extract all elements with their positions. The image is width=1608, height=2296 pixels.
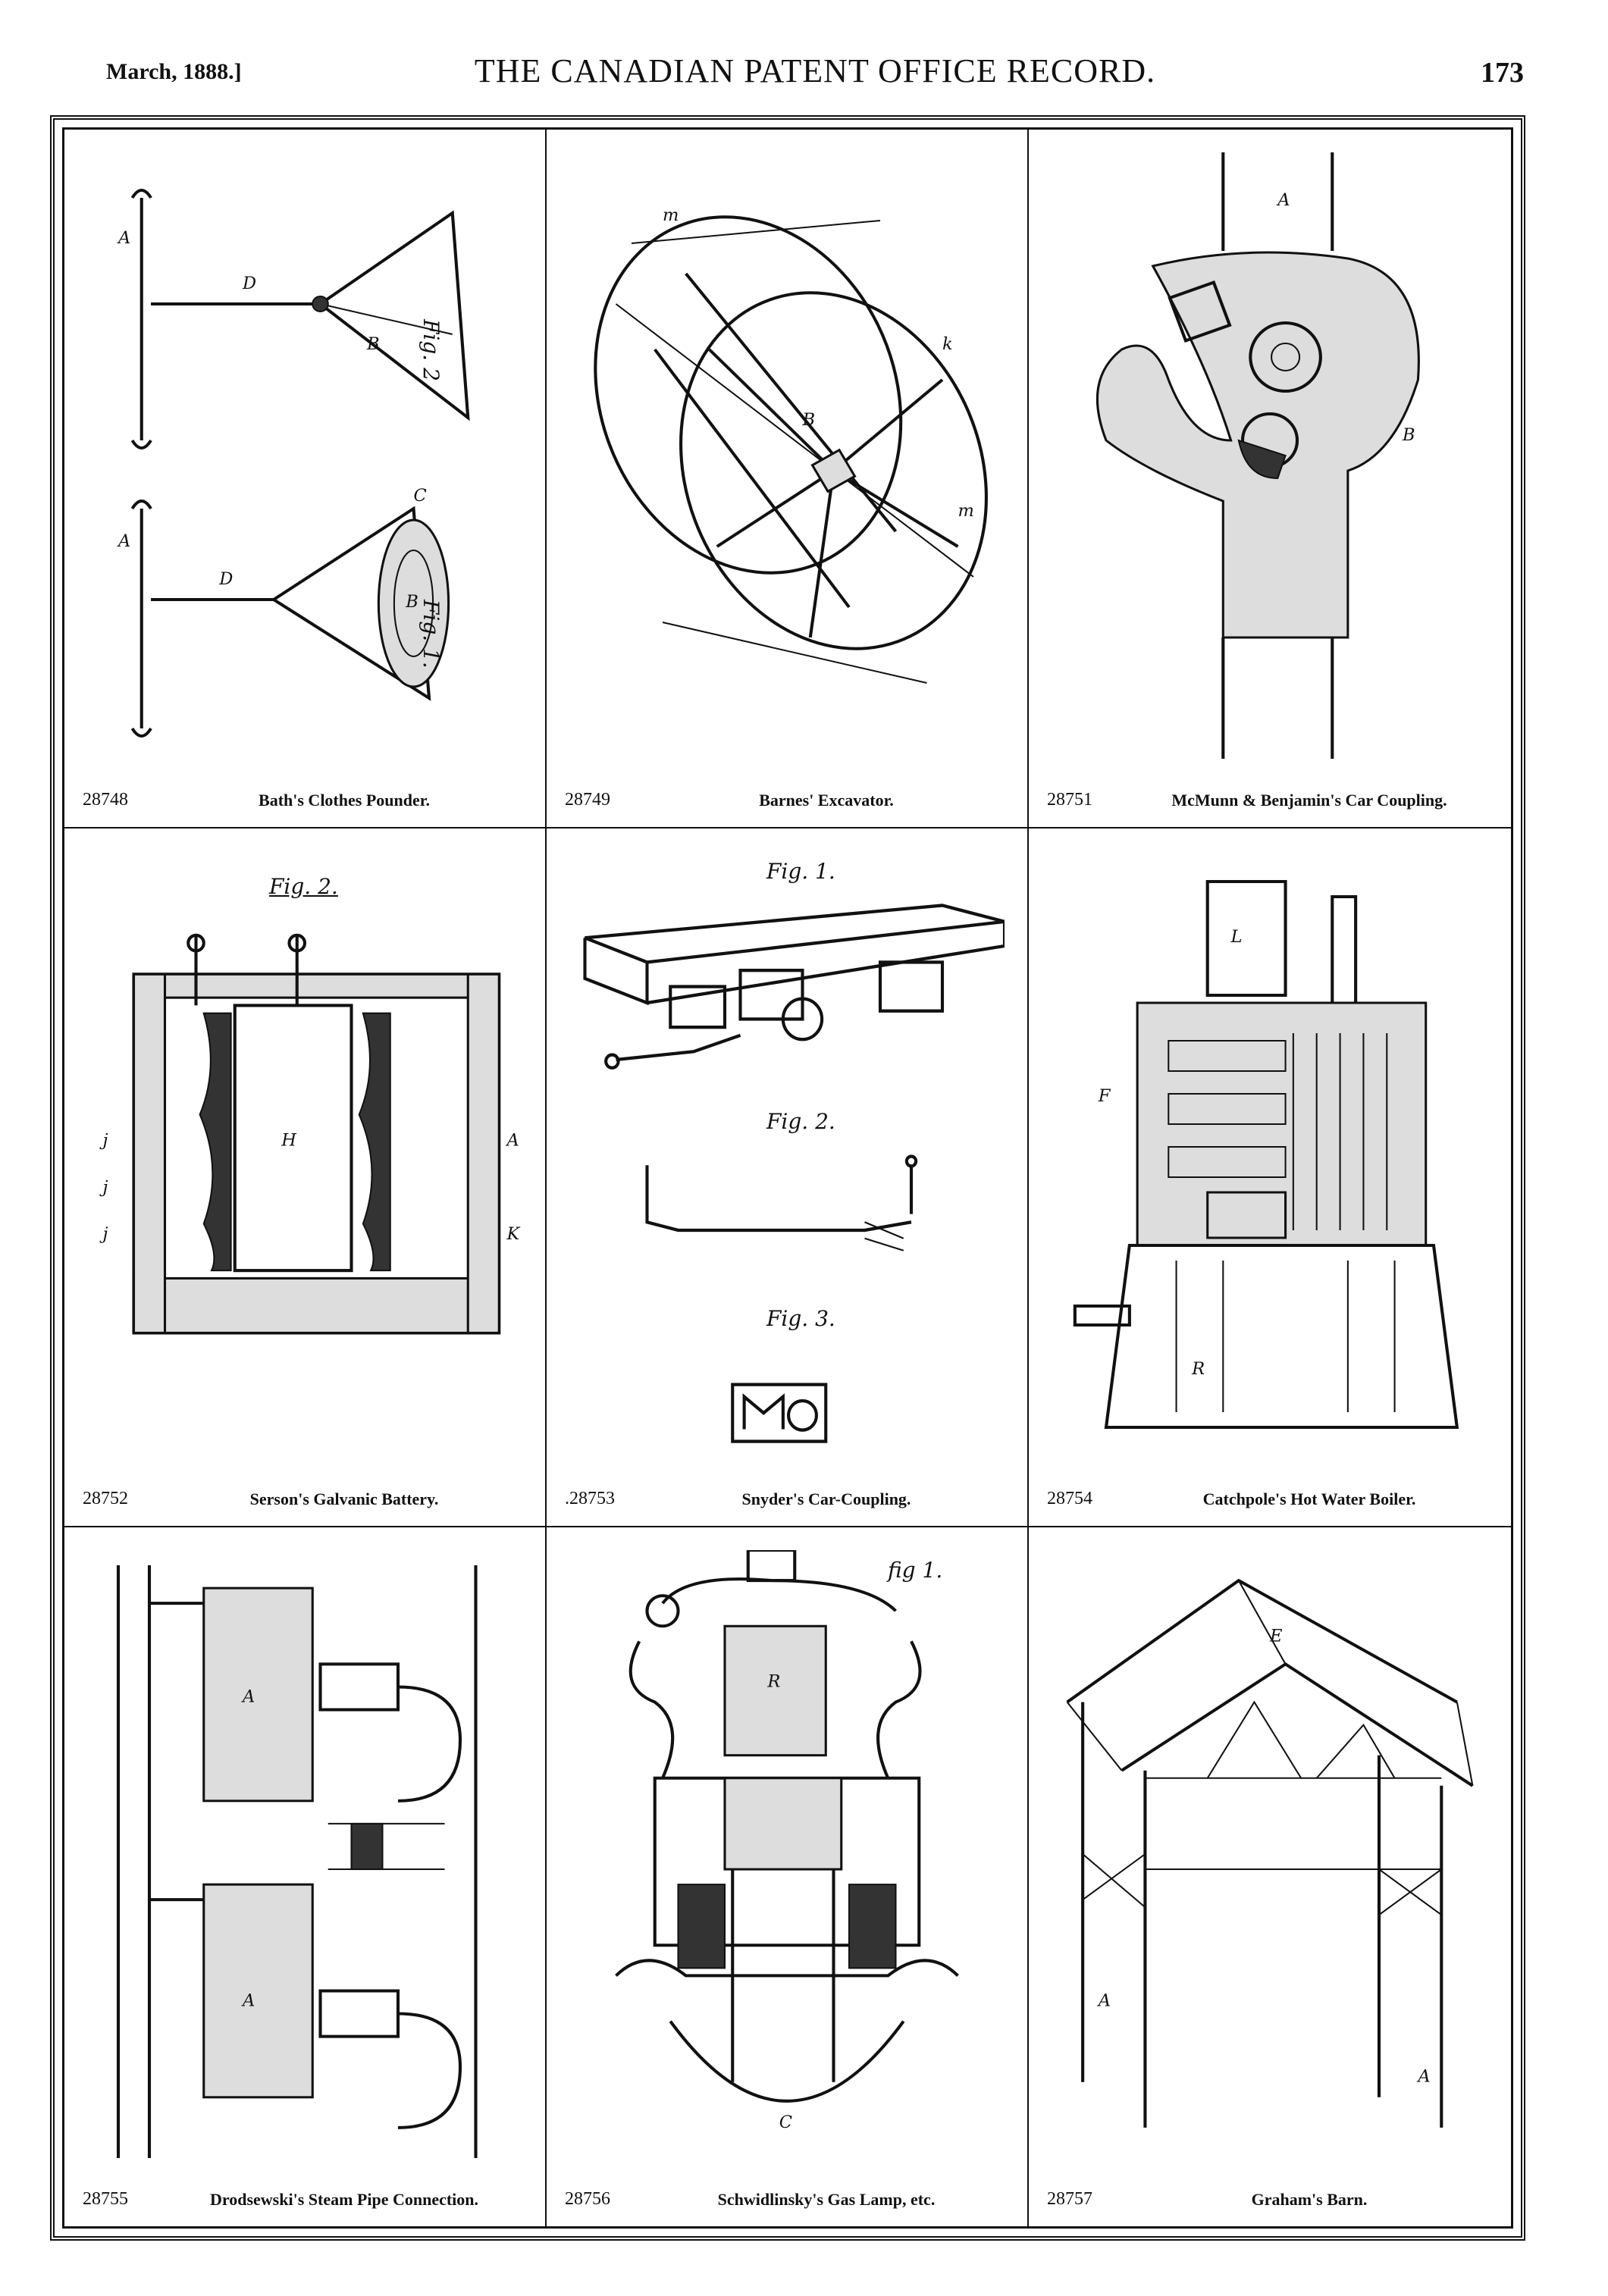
patent-number: 28757 bbox=[1047, 2189, 1092, 2209]
patent-number: 28749 bbox=[565, 790, 610, 810]
header-page-number: 173 bbox=[1481, 57, 1524, 89]
snyder-coupling-drawing bbox=[569, 889, 1005, 1458]
svg-text:A: A bbox=[117, 228, 130, 248]
svg-text:K: K bbox=[506, 1224, 521, 1244]
patent-title: McMunn & Benjamin's Car Coupling. bbox=[1171, 791, 1447, 810]
svg-text:j: j bbox=[99, 1131, 108, 1151]
header-date: March, 1888.] bbox=[106, 59, 242, 84]
fig-label-2: Fig. 2. bbox=[766, 1109, 835, 1134]
plate-grid: A D B A D C B Fig. 2. Fig. 1. bbox=[62, 127, 1513, 2229]
patent-number: 28751 bbox=[1047, 790, 1092, 810]
svg-text:B: B bbox=[366, 334, 380, 354]
svg-text:k: k bbox=[942, 334, 953, 354]
patent-number: 28748 bbox=[83, 790, 128, 810]
panel-gas-lamp: fig 1. R C bbox=[547, 1527, 1029, 2226]
panel-hot-water-boiler: F L R 28754 Catchpole's Hot Water Boiler… bbox=[1029, 829, 1511, 1527]
panel-clothes-pounder: A D B A D C B Fig. 2. Fig. 1. bbox=[64, 130, 547, 829]
svg-text:D: D bbox=[242, 274, 256, 293]
panel-caption: 28749 Barnes' Excavator. bbox=[565, 783, 1012, 813]
svg-text:A: A bbox=[117, 531, 130, 551]
panel-excavator: B m m k 28749 Barnes' Excavator. bbox=[547, 130, 1029, 829]
patent-number: 28756 bbox=[565, 2189, 610, 2209]
car-coupling-drawing: A B bbox=[1052, 152, 1488, 759]
patent-title: Snyder's Car-Coupling. bbox=[741, 1489, 911, 1508]
patent-title: Bath's Clothes Pounder. bbox=[259, 791, 430, 810]
patent-title: Graham's Barn. bbox=[1251, 2190, 1368, 2209]
page-header: March, 1888.] THE CANADIAN PATENT OFFICE… bbox=[106, 52, 1524, 105]
panel-car-coupling: A B 28751 McMunn & Benjamin's Car Coupli… bbox=[1029, 130, 1511, 829]
patent-number: 28752 bbox=[83, 1489, 128, 1508]
panel-caption: 28748 Bath's Clothes Pounder. bbox=[83, 783, 530, 813]
fig-label-1: Fig. 1. bbox=[766, 859, 835, 884]
patent-title: Serson's Galvanic Battery. bbox=[249, 1489, 439, 1508]
svg-text:A: A bbox=[241, 1991, 255, 2011]
svg-text:H: H bbox=[281, 1131, 297, 1151]
svg-text:L: L bbox=[1230, 927, 1243, 947]
panel-caption: 28755 Drodsewski's Steam Pipe Connection… bbox=[83, 2182, 530, 2213]
hot-water-boiler-drawing: F L R bbox=[1052, 851, 1488, 1458]
panel-caption: 28752 Serson's Galvanic Battery. bbox=[83, 1482, 530, 1512]
panel-caption: .28753 Snyder's Car-Coupling. bbox=[565, 1482, 1012, 1512]
gas-lamp-drawing: R C bbox=[569, 1550, 1005, 2158]
svg-text:E: E bbox=[1269, 1627, 1283, 1646]
panel-caption: 28756 Schwidlinsky's Gas Lamp, etc. bbox=[565, 2182, 1012, 2213]
svg-text:D: D bbox=[218, 569, 233, 589]
fig-label-2: Fig. 2. bbox=[418, 319, 444, 388]
galvanic-battery-drawing: H j j j A K bbox=[87, 912, 522, 1458]
svg-text:j: j bbox=[99, 1177, 108, 1197]
plate-frame: A D B A D C B Fig. 2. Fig. 1. bbox=[50, 115, 1525, 2241]
steam-pipe-drawing: A A bbox=[87, 1550, 522, 2158]
svg-text:A: A bbox=[1416, 2067, 1430, 2087]
panel-caption: 28754 Catchpole's Hot Water Boiler. bbox=[1047, 1482, 1496, 1512]
panel-caption: 28751 McMunn & Benjamin's Car Coupling. bbox=[1047, 783, 1496, 813]
svg-text:A: A bbox=[506, 1131, 519, 1151]
fig-label-1: Fig. 1. bbox=[418, 600, 444, 669]
panel-steam-pipe: A A 28755 Drodsewski's Steam Pipe Connec… bbox=[64, 1527, 547, 2226]
svg-text:m: m bbox=[958, 501, 974, 521]
svg-text:R: R bbox=[766, 1672, 780, 1692]
svg-text:A: A bbox=[1097, 1991, 1111, 2011]
svg-text:j: j bbox=[99, 1224, 108, 1244]
clothes-pounder-drawing: A D B A D C B bbox=[87, 152, 522, 759]
panel-galvanic-battery: Fig. 2. H j j bbox=[64, 829, 547, 1527]
fig-label-2: Fig. 2. bbox=[269, 874, 338, 899]
header-title: THE CANADIAN PATENT OFFICE RECORD. bbox=[474, 52, 1156, 89]
patent-title: Catchpole's Hot Water Boiler. bbox=[1202, 1489, 1416, 1508]
panel-snyder-coupling: Fig. 1. Fig. 2. Fig. 3. bbox=[547, 829, 1029, 1527]
excavator-drawing: B m m k bbox=[569, 152, 1005, 759]
svg-text:R: R bbox=[1191, 1359, 1205, 1379]
patent-number: 28755 bbox=[83, 2189, 128, 2209]
svg-text:C: C bbox=[414, 486, 427, 506]
patent-number: 28754 bbox=[1047, 1489, 1092, 1508]
svg-text:B: B bbox=[1402, 425, 1415, 445]
panel-caption: 28757 Graham's Barn. bbox=[1047, 2182, 1496, 2213]
patent-title: Drodsewski's Steam Pipe Connection. bbox=[209, 2190, 479, 2209]
svg-text:B: B bbox=[801, 410, 815, 430]
panel-barn: E A A 28757 Graham's Barn. bbox=[1029, 1527, 1511, 2226]
svg-text:m: m bbox=[663, 205, 679, 225]
svg-text:B: B bbox=[405, 592, 418, 612]
svg-text:C: C bbox=[779, 2113, 792, 2132]
patent-title: Barnes' Excavator. bbox=[759, 791, 894, 810]
svg-text:F: F bbox=[1098, 1086, 1111, 1106]
patent-title: Schwidlinsky's Gas Lamp, etc. bbox=[717, 2190, 936, 2209]
patent-number: .28753 bbox=[565, 1489, 615, 1508]
fig-label-1: fig 1. bbox=[888, 1558, 943, 1583]
svg-text:A: A bbox=[241, 1687, 255, 1707]
barn-drawing: E A A bbox=[1052, 1550, 1488, 2158]
fig-label-3: Fig. 3. bbox=[766, 1306, 835, 1331]
svg-text:A: A bbox=[1276, 190, 1290, 210]
